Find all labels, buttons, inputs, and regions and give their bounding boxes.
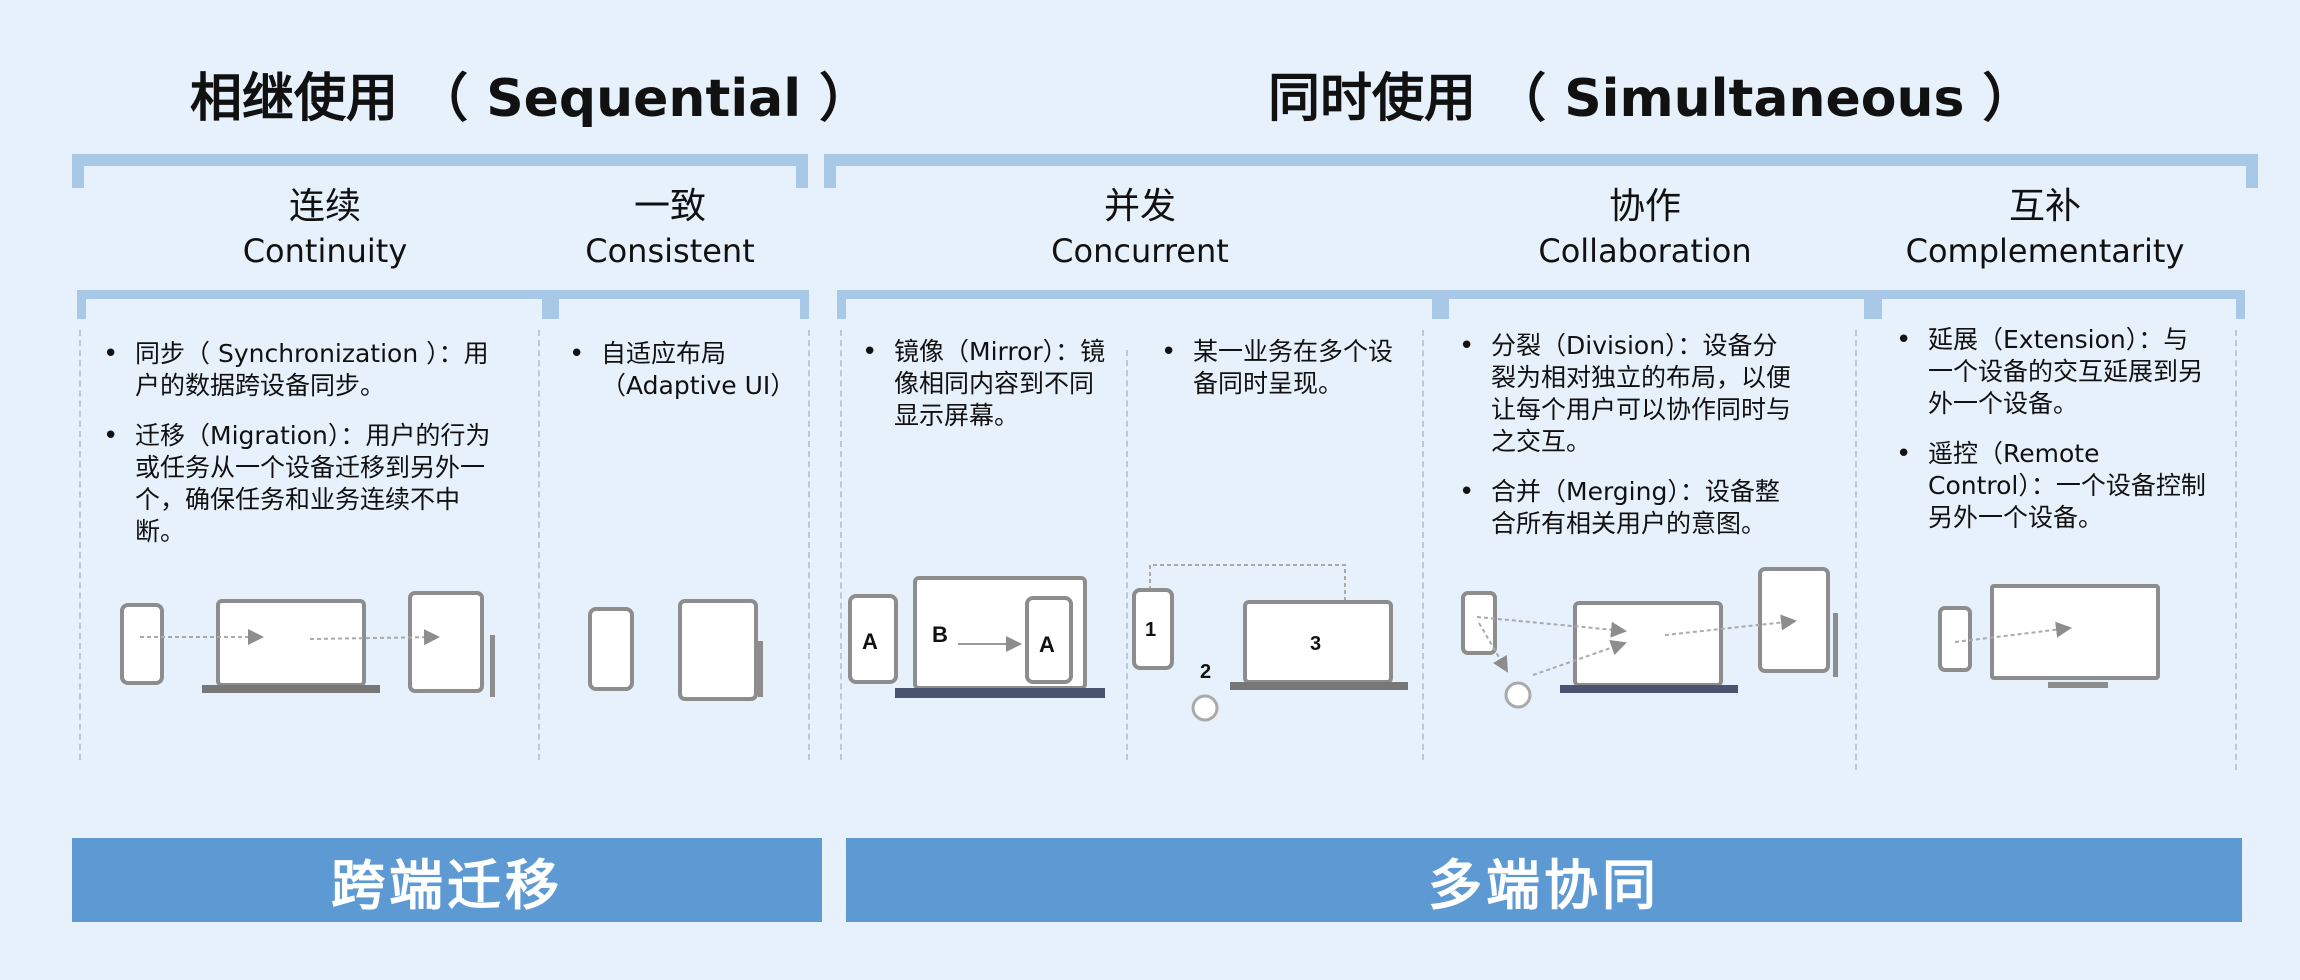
item-text: 某一业务在多个设备同时呈现。 <box>1193 337 1394 398</box>
category-en: Complementarity <box>1905 232 2185 270</box>
category-en: Continuity <box>242 232 408 270</box>
list-item: •镜像（Mirror）：镜像相同内容到不同显示屏幕。 <box>862 337 1106 430</box>
consistent-devices-illustration <box>588 599 763 701</box>
divider <box>79 330 81 760</box>
category-zh: 互补 <box>2008 186 2081 227</box>
category-zh: 连续 <box>288 186 361 227</box>
collaboration-devices-illustration <box>1461 567 1838 709</box>
list-concurrent-mirror: •镜像（Mirror）：镜像相同内容到不同显示屏幕。 <box>856 336 1106 450</box>
monitor-icon <box>1990 584 2160 680</box>
category-zh: 协作 <box>1608 186 1681 227</box>
stylus-icon <box>758 641 763 697</box>
category-en: Consistent <box>585 232 755 270</box>
list-concurrent-multi: •某一业务在多个设备同时呈现。 <box>1155 336 1395 418</box>
device-label: 2 <box>1200 661 1211 683</box>
list-item: •分裂（Division）：设备分裂为相对独立的布局，以便让每个用户可以协作同时… <box>1459 331 1792 456</box>
device-label: A <box>1039 632 1055 657</box>
device-label: B <box>932 622 948 647</box>
item-text: 合并（Merging）：设备整合所有相关用户的意图。 <box>1491 477 1780 538</box>
divider <box>1422 330 1424 760</box>
list-item: •合并（Merging）：设备整合所有相关用户的意图。 <box>1459 477 1780 538</box>
item-text: 迁移（Migration）：用户的行为或任务从一个设备迁移到另外一个，确保任务和… <box>135 421 491 546</box>
item-text: 分裂（Division）：设备分裂为相对独立的布局，以便让每个用户可以协作同时与… <box>1491 331 1792 456</box>
tablet-icon <box>1758 567 1830 673</box>
list-continuity: •同步（ Synchronization ）：用户的数据跨设备同步。 •迁移（M… <box>97 338 497 566</box>
category-collaboration: 协作 Collaboration <box>1500 185 1790 273</box>
watch-icon <box>1191 694 1219 722</box>
item-text: 延展（Extension）：与一个设备的交互延展到另外一个设备。 <box>1928 325 2204 418</box>
tablet-icon <box>408 591 484 693</box>
category-en: Collaboration <box>1538 232 1752 270</box>
laptop-base <box>895 688 1105 698</box>
list-item: •遥控（Remote Control）：一个设备控制另外一个设备。 <box>1896 439 2206 532</box>
laptop-base <box>202 685 380 693</box>
list-item: •迁移（Migration）：用户的行为或任务从一个设备迁移到另外一个，确保任务… <box>103 421 491 546</box>
phone-icon <box>588 607 634 691</box>
tablet-icon <box>678 599 758 701</box>
title-sequential: 相继使用 （ Sequential ） <box>190 69 872 129</box>
subbracket-concurrent <box>837 290 1441 319</box>
subbracket-complementarity <box>1873 290 2245 319</box>
laptop-icon <box>216 599 366 687</box>
category-zh: 并发 <box>1103 186 1176 227</box>
laptop-icon <box>1573 601 1723 687</box>
item-text: 同步（ Synchronization ）：用户的数据跨设备同步。 <box>135 339 489 400</box>
bracket-simultaneous <box>824 154 2258 188</box>
complementarity-devices-illustration <box>1938 584 2160 688</box>
divider <box>840 330 842 760</box>
category-continuity: 连续 Continuity <box>200 185 450 273</box>
device-label: 1 <box>1145 619 1156 641</box>
phone-icon <box>1132 588 1174 670</box>
divider <box>1855 330 1857 770</box>
list-item: •同步（ Synchronization ）：用户的数据跨设备同步。 <box>103 339 489 400</box>
item-text: 自适应布局 （Adaptive UI） <box>601 339 796 400</box>
band-multi-device-collaboration: 多端协同 <box>846 838 2242 922</box>
divider <box>538 330 540 760</box>
phone-icon <box>1025 596 1073 684</box>
device-label: A <box>862 629 878 654</box>
continuity-devices-illustration <box>120 591 495 697</box>
category-concurrent: 并发 Concurrent <box>1000 185 1280 273</box>
monitor-stand <box>2048 682 2108 688</box>
laptop-base <box>1230 682 1408 690</box>
list-item: •延展（Extension）：与一个设备的交互延展到另外一个设备。 <box>1896 325 2204 418</box>
phone-icon <box>848 594 898 684</box>
phone-icon <box>120 603 164 685</box>
stylus-icon <box>490 635 495 697</box>
band-cross-device-migration: 跨端迁移 <box>72 838 822 922</box>
watch-icon <box>1504 681 1532 709</box>
list-item: •自适应布局 （Adaptive UI） <box>569 339 796 400</box>
category-zh: 一致 <box>633 186 706 227</box>
mirror-devices-illustration: A B A <box>848 576 1105 698</box>
subbracket-collaboration <box>1440 290 1873 319</box>
list-consistent: •自适应布局 （Adaptive UI） <box>563 338 796 420</box>
item-text: 遥控（Remote Control）：一个设备控制另外一个设备。 <box>1928 439 2206 532</box>
multi-device-illustration: 1 2 3 <box>1132 564 1408 722</box>
device-label: 3 <box>1310 633 1321 655</box>
divider <box>808 330 810 760</box>
list-item: •某一业务在多个设备同时呈现。 <box>1161 337 1394 398</box>
divider <box>1126 350 1128 760</box>
list-complementarity: •延展（Extension）：与一个设备的交互延展到另外一个设备。 •遥控（Re… <box>1890 324 2210 552</box>
category-en: Concurrent <box>1051 232 1229 270</box>
laptop-base <box>1560 685 1738 693</box>
divider <box>2235 330 2237 770</box>
category-complementarity: 互补 Complementarity <box>1880 185 2210 273</box>
bracket-sequential <box>72 154 808 188</box>
item-text: 镜像（Mirror）：镜像相同内容到不同显示屏幕。 <box>894 337 1106 430</box>
list-collaboration: •分裂（Division）：设备分裂为相对独立的布局，以便让每个用户可以协作同时… <box>1453 330 1798 558</box>
category-consistent: 一致 Consistent <box>560 185 780 273</box>
title-simultaneous: 同时使用 （ Simultaneous ） <box>1268 69 2035 129</box>
phone-icon <box>1938 606 1972 672</box>
stylus-icon <box>1833 613 1838 677</box>
subbracket-continuity <box>77 290 551 319</box>
subbracket-consistent <box>550 290 809 319</box>
